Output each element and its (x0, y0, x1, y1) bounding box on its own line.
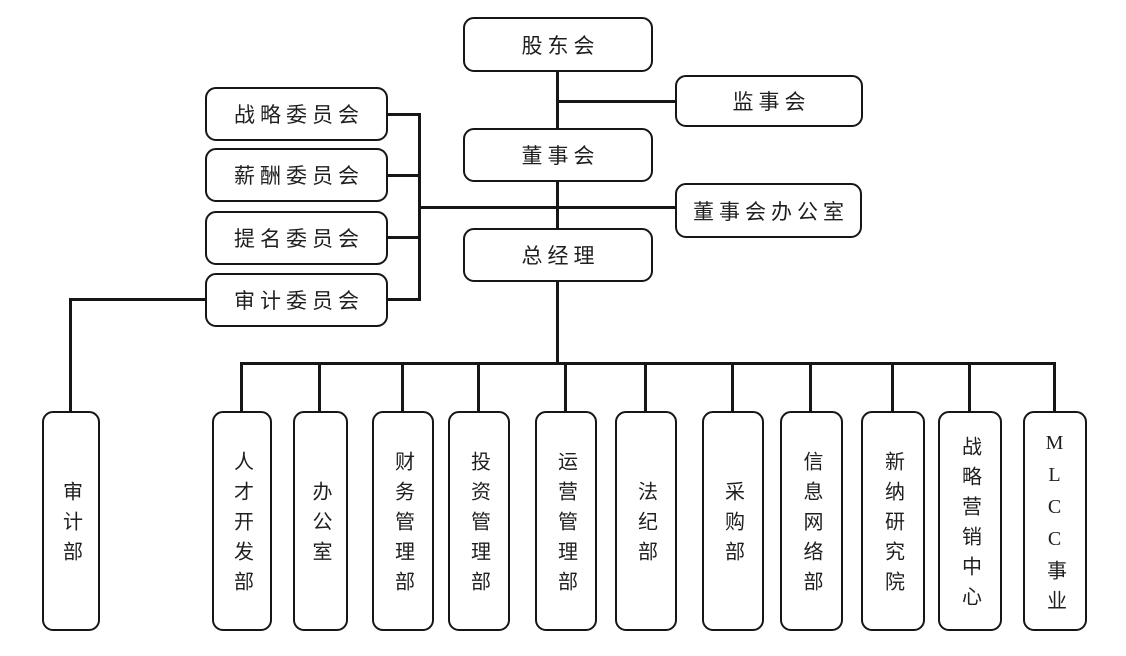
node-committee-compensation: 薪酬委员会 (205, 148, 388, 202)
connector-drop-mlcc (1053, 362, 1056, 412)
node-dept-office: 办公室 (293, 411, 348, 631)
node-dept-xinna-research-label: 新纳研究院 (881, 451, 904, 601)
node-board-office: 董事会办公室 (675, 183, 862, 238)
node-dept-finance: 财务管理部 (372, 411, 434, 631)
node-dept-audit-label: 审计部 (59, 481, 82, 571)
node-dept-procurement-label: 采购部 (721, 481, 744, 571)
node-dept-audit: 审计部 (42, 411, 100, 631)
node-general-manager: 总经理 (463, 228, 653, 282)
connector-drop-finance (401, 362, 404, 412)
node-dept-information-network: 信息网络部 (780, 411, 843, 631)
connector-drop-strategic-marketing (968, 362, 971, 412)
node-dept-strategic-marketing: 战略营销中心 (938, 411, 1002, 631)
node-dept-information-network-label: 信息网络部 (800, 451, 822, 601)
node-dept-mlcc: MLCC事业 (1023, 411, 1087, 631)
node-dept-talent-development-label: 人才开发部 (230, 451, 253, 601)
node-committee-strategy-label: 战略委员会 (234, 103, 364, 127)
node-dept-legal-discipline-label: 法纪部 (634, 481, 657, 571)
node-dept-investment: 投资管理部 (448, 411, 510, 631)
node-dept-xinna-research: 新纳研究院 (861, 411, 925, 631)
connector-supervisory-branch (556, 100, 677, 103)
node-committee-audit-label: 审计委员会 (234, 289, 364, 313)
connector-audit-vertical (69, 298, 72, 412)
node-board-office-label: 董事会办公室 (693, 199, 849, 224)
connector-department-bus (240, 362, 1056, 365)
node-shareholders: 股东会 (463, 17, 653, 72)
node-dept-operations-label: 运营管理部 (554, 451, 577, 601)
node-supervisory-board: 监事会 (675, 75, 863, 127)
node-dept-procurement: 采购部 (702, 411, 764, 631)
connector-committee-strategy (387, 113, 421, 116)
node-dept-office-label: 办公室 (309, 481, 331, 571)
node-supervisory-board-label: 监事会 (732, 90, 811, 114)
connector-drop-office (318, 362, 321, 412)
connector-drop-investment (477, 362, 480, 412)
connector-drop-procurement (731, 362, 734, 412)
node-board-of-directors: 董事会 (463, 128, 653, 182)
node-committee-strategy: 战略委员会 (205, 87, 388, 141)
connector-drop-information-network (809, 362, 812, 412)
connector-board-to-gm (556, 181, 559, 229)
node-dept-legal-discipline: 法纪部 (615, 411, 677, 631)
connector-committee-audit (387, 298, 421, 301)
node-dept-investment-label: 投资管理部 (467, 451, 490, 601)
node-dept-operations: 运营管理部 (535, 411, 597, 631)
connector-cross-line-board-office (419, 206, 677, 209)
connector-drop-operations (564, 362, 567, 412)
connector-drop-xinna-research (891, 362, 894, 412)
node-board-of-directors-label: 董事会 (521, 144, 600, 168)
node-dept-strategic-marketing-label: 战略营销中心 (958, 436, 981, 616)
connector-gm-to-bus (556, 281, 559, 365)
node-committee-audit: 审计委员会 (205, 273, 388, 327)
node-committee-nomination: 提名委员会 (205, 211, 388, 265)
connector-audit-horizontal (69, 298, 206, 301)
node-committee-compensation-label: 薪酬委员会 (234, 164, 364, 188)
connector-committee-spine (418, 113, 421, 301)
connector-drop-talent-development (240, 362, 243, 412)
connector-committee-nomination (387, 236, 421, 239)
node-dept-finance-label: 财务管理部 (391, 451, 414, 601)
node-committee-nomination-label: 提名委员会 (234, 227, 364, 251)
node-general-manager-label: 总经理 (521, 244, 600, 268)
connector-drop-legal-discipline (644, 362, 647, 412)
node-dept-mlcc-label: MLCC事业 (1043, 432, 1066, 620)
connector-committee-compensation (387, 174, 421, 177)
node-shareholders-label: 股东会 (521, 33, 600, 58)
node-dept-talent-development: 人才开发部 (212, 411, 272, 631)
